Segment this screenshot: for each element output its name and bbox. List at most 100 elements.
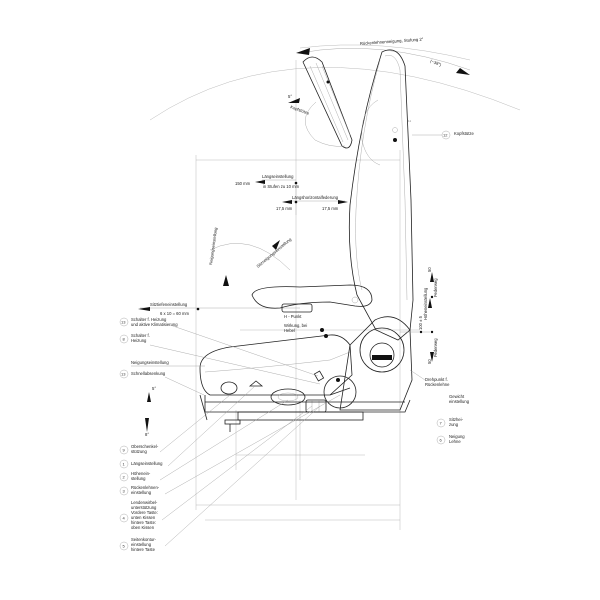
horizontal-suspension-title: Längshorizontalfederung [292,195,339,200]
weight-label: einstellung [449,399,470,404]
suspension-dial[interactable] [359,327,405,373]
callout-9: 9 Oberschenkel-stützung [119,394,231,455]
fore-aft-title: Längseinstellung [262,174,294,179]
label-text: Schnellabsenkung [131,371,166,376]
label-text: Lendenwirbel- [131,500,158,505]
arrow-icon [145,418,149,432]
callout-3: 3 Rückenlehnen-einstellung [119,394,341,496]
arrow-icon [430,352,434,362]
pivot-label: Rückenlehne [425,382,450,387]
travel-bottom-value: 50 [427,359,432,364]
label-text: 6 [440,438,443,443]
callout-tilt: Neigungseinstellung [131,360,205,367]
backrest: 11 [348,49,414,341]
arrow-icon [288,98,300,103]
label-text: Schalter f. [131,333,150,338]
headrest-label: Kopfstütze [290,104,311,116]
depth-range: 6 x 10 = 60 mm [160,311,189,316]
seat-tilt-label: Sitzneigungseinstellung [255,236,292,269]
label-text: hintere Taste: [131,520,156,525]
backrest-angle-label: (~38°) [430,58,443,67]
label-text: einstellung [131,542,152,547]
headrest-angle-label: 5° [288,94,292,99]
label-text: 3 [123,489,126,494]
label-text: Schalter f. Heizung [131,317,167,322]
callout-8-heating: 8 Schalter f. Heizung [119,333,321,385]
height-value: 100 ± 5 [418,315,423,330]
label-text: 8 [123,337,126,342]
label-text: unterstützung [131,505,157,510]
callout-4: 4 Lendenwirbel-unterstützung Vordere Tas… [119,405,313,530]
label-text: Neigungseinstellung [131,360,169,365]
callout-6-label: Lehne [449,439,461,444]
armrest [251,284,373,313]
label-text: Längseinstellung [131,461,163,466]
label-text: Heizung [131,338,147,343]
label-text: 1 [123,462,126,467]
label-text: 7 [440,421,443,426]
right-labels: Höheneinstellung 100 ± 5 Federweg 50 Fed… [400,130,474,445]
arrow-icon [428,298,432,308]
fore-aft-range: 150 mm [235,181,251,186]
label-text: 2 [123,475,126,480]
label-text: unten Kissen [131,515,156,520]
depth-title: Sitztiefeneinstellung [150,302,188,307]
pivot-label: Drehpunkt f. [425,377,448,382]
label-text: 4 [123,516,126,521]
arrow-icon [147,392,151,402]
label-text: Vordere Taste: [131,510,158,515]
label-text: und aktive Klimatisierung [131,322,178,327]
arrow-icon [338,200,348,204]
lever-label: Hebel [284,328,295,333]
label-text: Höhenein- [131,471,151,476]
suspension-right-value: 17,5 mm [322,206,339,211]
callout-5: 5 Seitenkontur-einstellung hintere Taste [119,405,321,552]
callout-13-heating-climate: 13 Schalter f. Heizung und aktive Klimat… [119,317,319,377]
label-text: 12 [443,133,448,138]
arrow-icon [282,200,292,204]
dimension-lines [140,44,521,530]
height-adjust-knob[interactable] [270,388,306,406]
label-text: Seitenkontur- [131,537,157,542]
label-text: 9 [123,448,126,453]
arrow-icon [223,275,229,286]
center-labels: H - Punkt Wirkung, bei Hebel [284,314,307,333]
callout-13-quick-lowering: 13 Schnellabsenkung [119,369,205,396]
lever-label: Wirkung, bei [284,323,307,328]
label-text: 13 [121,320,126,325]
left-labels: 13 Schalter f. Heizung und aktive Klimat… [119,317,321,437]
callout-7-label: zung [449,422,459,427]
callout-2: 2 Höhenein-stellung [119,399,289,482]
label-text: stellung [131,476,146,481]
callout-7-label: Sitzhei- [449,417,464,422]
dimension-label: 11 [408,119,411,123]
brand-logo [372,355,392,360]
seat-base [199,394,411,432]
tilt-annotation: Neigungseinstellung Sitzneigungseinstell… [208,226,293,286]
travel-top-label: Federweg [433,278,438,297]
mechanism [320,316,413,411]
label-text: hintere Taste [131,547,156,552]
suspension-left-value: 17,5 mm [276,206,293,211]
callout-1: 1 Längseinstellung [119,385,256,469]
height-adjust-label: Höheneinstellung [423,287,428,320]
backrest-tilt-annotation: Rückenlehnenneigung, Stufung 2° (~38°) [296,37,471,75]
backrest-tilt-label: Rückenlehnenneigung, Stufung 2° [360,37,424,46]
angle-label: 5° [152,386,156,391]
lumbar-button[interactable] [220,381,238,395]
arrow-icon [430,272,434,282]
depth-annotation: Sitztiefeneinstellung 6 x 10 = 60 mm [138,302,200,316]
arrow-icon [296,48,310,55]
travel-bottom-label: Federweg [433,338,438,357]
fore-aft-steps: in Stufen zu 10 mm [263,184,300,189]
arrow-icon [272,240,280,250]
h-point-label: H - Punkt [284,314,302,319]
seat-cushion [199,334,353,413]
label-text: Rückenlehnen- [131,485,160,490]
heating-switch[interactable] [313,370,325,382]
fore-aft-lever[interactable] [248,380,264,387]
backrest-dial[interactable] [323,375,357,409]
label-text: 5 [123,544,126,549]
arrow-icon [255,180,265,184]
